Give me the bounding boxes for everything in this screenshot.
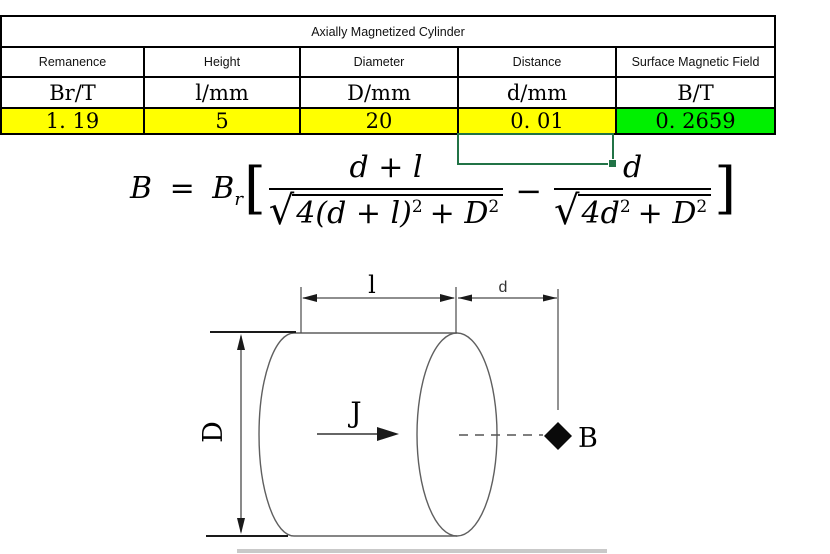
radical-sign: √: [554, 188, 580, 234]
fraction-2: d √ 4d2+ D2: [554, 150, 712, 234]
input-distance[interactable]: 0. 01: [457, 107, 617, 135]
exponent: 2: [696, 197, 708, 217]
unit-diameter: D/mm: [299, 76, 459, 109]
formula-equals: =: [169, 170, 195, 206]
diameter-label: D: [198, 421, 229, 443]
radicand-term: 4d: [581, 196, 620, 231]
gap-dimension: d: [458, 279, 559, 410]
magnetization-label: J: [347, 396, 361, 429]
field-point: B: [459, 422, 598, 454]
formula-B: B: [130, 170, 153, 206]
fraction-1-denominator: √ 4(d + l)2+ D2: [268, 188, 504, 234]
diameter-dimension: D: [198, 331, 296, 537]
magnet-calculator-table: Axially Magnetized Cylinder Remanence He…: [0, 15, 776, 135]
fraction-2-radicand: 4d2+ D2: [577, 194, 712, 231]
table-title: Axially Magnetized Cylinder: [0, 15, 776, 48]
fill-handle[interactable]: [608, 159, 617, 168]
fraction-2-denominator: √ 4d2+ D2: [554, 188, 712, 234]
exponent: 2: [619, 197, 631, 217]
exponent: 2: [411, 197, 423, 217]
formula-lhs: B = Br: [130, 170, 243, 210]
magnetization-arrow: J: [317, 396, 399, 441]
radical-sign: √: [268, 188, 295, 234]
input-height[interactable]: 5: [143, 107, 301, 135]
length-dimension: l: [300, 271, 457, 333]
header-height: Height: [143, 46, 301, 78]
input-diameter[interactable]: 20: [299, 107, 459, 135]
open-bracket: [: [243, 156, 266, 221]
bottom-crop-strip: [237, 549, 607, 553]
fraction-1: d + l √ 4(d + l)2+ D2: [268, 150, 504, 234]
input-remanence[interactable]: 1. 19: [0, 107, 145, 135]
unit-distance: d/mm: [457, 76, 617, 109]
unit-surface-field: B/T: [615, 76, 776, 109]
header-surface-field: Surface Magnetic Field: [615, 46, 776, 78]
formula-Br-sub: r: [234, 188, 243, 210]
unit-height: l/mm: [143, 76, 301, 109]
radicand-term: + D: [637, 196, 697, 231]
fraction-1-radicand: 4(d + l)2+ D2: [292, 194, 504, 231]
length-label: l: [368, 271, 376, 299]
header-distance: Distance: [457, 46, 617, 78]
formula-Br-base: B: [212, 170, 235, 206]
selected-cell-outline[interactable]: [457, 133, 617, 168]
minus-sign: −: [515, 172, 543, 210]
fraction-2-numerator: d: [623, 150, 643, 185]
header-remanence: Remanence: [0, 46, 145, 78]
header-diameter: Diameter: [299, 46, 459, 78]
exponent: 2: [488, 197, 500, 217]
radicand-term: 4(d + l): [296, 196, 412, 231]
field-point-diamond: [544, 422, 572, 450]
field-point-label: B: [578, 423, 598, 454]
field-formula: B = Br [ d + l √ 4(d + l)2+ D2 − d √ 4d2…: [130, 150, 737, 234]
unit-remanence: Br/T: [0, 76, 145, 109]
gap-label: d: [499, 279, 508, 296]
result-surface-field[interactable]: 0. 2659: [615, 107, 776, 135]
close-bracket: ]: [714, 156, 737, 221]
fraction-1-numerator: d + l: [349, 150, 423, 185]
radicand-term: + D: [429, 196, 489, 231]
